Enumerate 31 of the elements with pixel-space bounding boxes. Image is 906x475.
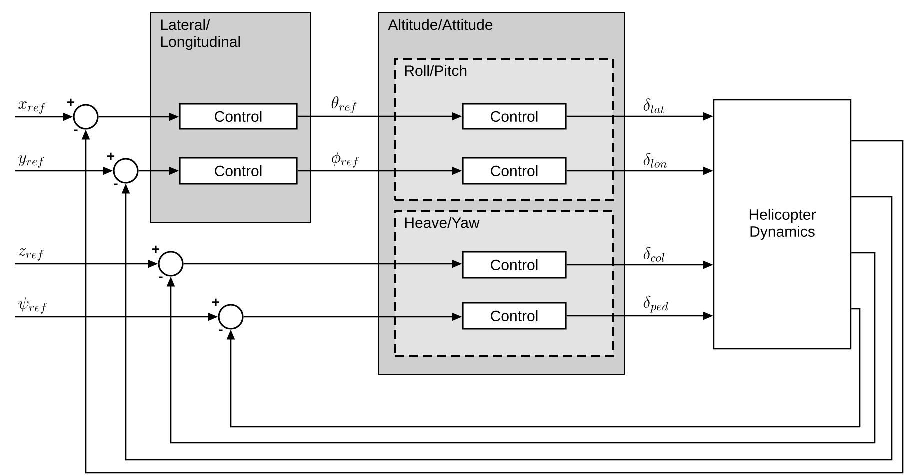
control-box: Control xyxy=(462,302,567,330)
edge-label: $z_{ref}$ xyxy=(18,248,44,261)
edge-label: $\theta_{ref}$ xyxy=(332,96,357,114)
edge-label: $x_{ref}$ xyxy=(18,101,46,114)
sign-label: - xyxy=(159,276,163,278)
summing-junction xyxy=(113,158,139,184)
edge-label: $\delta_{ped}$ xyxy=(644,296,668,313)
sign-label: - xyxy=(219,330,223,332)
arrow xyxy=(226,308,861,428)
edge-label: $\delta_{col}$ xyxy=(644,247,665,262)
sign-label: + xyxy=(212,298,220,306)
edge-label: $y_{ref}$ xyxy=(18,155,44,168)
control-box: Control xyxy=(462,157,567,185)
control-box: Control xyxy=(462,103,567,130)
sign-label: + xyxy=(108,152,115,160)
sign-label: - xyxy=(114,184,118,186)
edge-label: $\delta_{lat}$ xyxy=(644,98,665,114)
sign-label: + xyxy=(152,246,160,254)
edge-label: $\psi_{ref}$ xyxy=(18,297,47,314)
system-box: Helicopter Dynamics xyxy=(713,99,852,350)
sign-label: + xyxy=(68,98,75,106)
summing-junction xyxy=(218,304,244,330)
summing-junction xyxy=(73,104,99,130)
edge-label: $\delta_{lon}$ xyxy=(644,153,667,168)
control-box: Control xyxy=(179,103,298,130)
summing-junction xyxy=(158,251,184,277)
sign-label: - xyxy=(74,130,78,132)
edge-label: $\phi_{ref}$ xyxy=(332,151,359,168)
control-box: Control xyxy=(462,251,567,279)
arrow xyxy=(166,252,876,444)
control-box: Control xyxy=(179,157,298,185)
